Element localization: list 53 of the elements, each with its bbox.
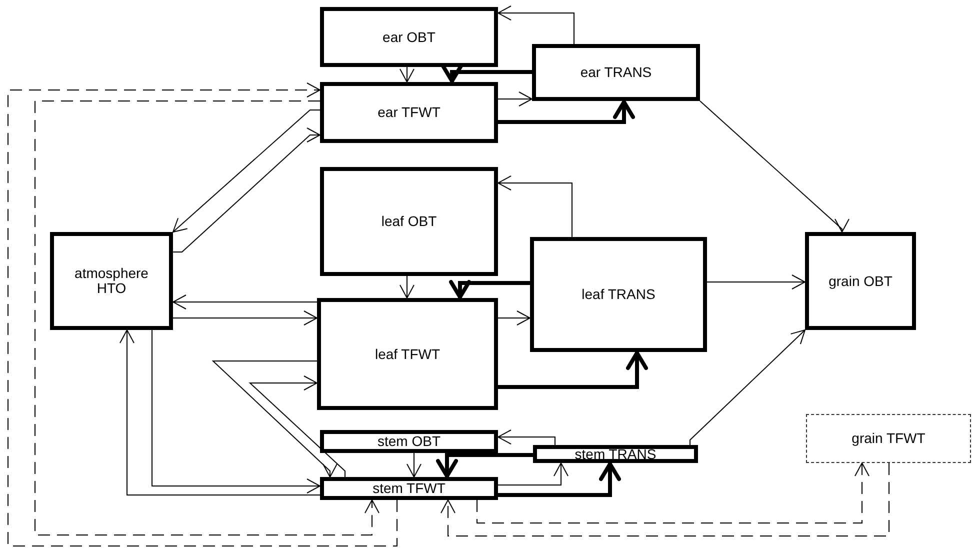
dashed-arrow [34, 100, 380, 536]
box-label: stem TRANS [574, 446, 658, 462]
box-label: leaf TFWT [374, 346, 442, 362]
arrow [248, 376, 346, 478]
box-label: stem OBT [376, 434, 442, 449]
compartment-box [320, 477, 498, 500]
compartment-box [532, 44, 700, 101]
compartment-box [317, 298, 498, 410]
arrow [172, 294, 318, 310]
box-label: atmosphere HTO [74, 266, 150, 296]
arrow [498, 462, 568, 486]
compartment-box [320, 430, 498, 453]
dashed-arrow [440, 462, 890, 536]
box-label: ear OBT [382, 30, 436, 44]
compartment-box [320, 82, 498, 143]
arrow [406, 452, 422, 478]
compartment-box [806, 414, 971, 463]
arrow [498, 176, 572, 238]
compartment-box [50, 232, 173, 330]
compartment-box [805, 232, 916, 330]
box-label: ear TFWT [376, 105, 442, 120]
arrow [498, 310, 530, 326]
arrow [400, 276, 414, 298]
arrow [498, 6, 574, 44]
arrow [172, 128, 320, 252]
arrow [400, 66, 414, 82]
dashed-arrow [8, 82, 398, 546]
arrow [498, 351, 648, 389]
box-label: stem TFWT [372, 481, 446, 496]
arrow [449, 280, 530, 299]
arrow [436, 453, 533, 478]
arrow [498, 92, 532, 106]
arrow [212, 360, 338, 478]
arrow [706, 274, 806, 290]
arrow [172, 310, 318, 326]
arrow [498, 430, 556, 446]
arrow [152, 330, 320, 494]
box-label: leaf OBT [380, 214, 438, 229]
box-label: ear TRANS [579, 65, 653, 80]
box-label: grain TFWT [850, 431, 926, 446]
arrow [172, 110, 320, 232]
compartment-box [320, 167, 498, 276]
dashed-arrow [476, 462, 870, 524]
compartment-box [533, 445, 698, 463]
box-label: grain OBT [828, 274, 894, 288]
compartment-box [530, 237, 707, 352]
compartment-box [320, 7, 498, 67]
arrow [498, 462, 621, 497]
box-label: leaf TRANS [580, 287, 656, 302]
arrow [690, 330, 806, 446]
arrow [700, 100, 850, 232]
arrow [498, 100, 635, 124]
arrow [120, 330, 320, 496]
